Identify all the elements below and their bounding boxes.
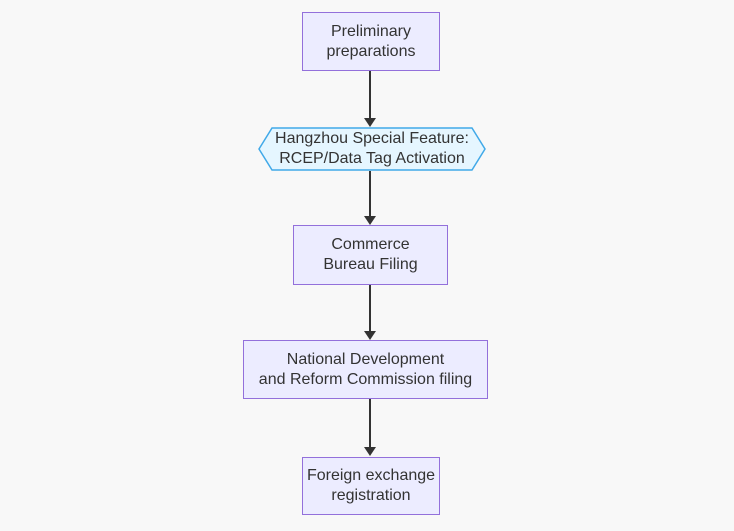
node-label-line: Preliminary bbox=[330, 22, 411, 40]
flowchart-node-preliminary-preparations: Preliminary preparations bbox=[302, 12, 440, 71]
node-label-line: RCEP/Data Tag Activation bbox=[279, 150, 465, 167]
arrowhead-icon bbox=[364, 447, 376, 456]
arrowhead-icon bbox=[364, 331, 376, 340]
node-label-line: Bureau Filing bbox=[323, 256, 418, 273]
node-label-line: preparations bbox=[326, 42, 416, 60]
node-label-line: Commerce bbox=[331, 236, 410, 253]
node-label-line: Foreign exchange bbox=[306, 467, 436, 484]
node-label-line: Hangzhou Special Feature: bbox=[275, 130, 469, 147]
hexagon-polygon bbox=[258, 127, 486, 171]
arrowhead-icon bbox=[364, 118, 376, 127]
arrowhead-icon bbox=[364, 216, 376, 225]
edge-line bbox=[369, 171, 371, 216]
node-label-line: National Development bbox=[286, 350, 445, 368]
node-label: Hangzhou Special Feature: RCEP/Data Tag … bbox=[258, 127, 486, 171]
edge-line bbox=[369, 285, 371, 331]
edge-line bbox=[369, 399, 371, 447]
flowchart-node-hangzhou-special-feature: Hangzhou Special Feature: RCEP/Data Tag … bbox=[258, 127, 486, 171]
edge-line bbox=[369, 71, 371, 118]
node-label-line: and Reform Commission filing bbox=[258, 370, 473, 388]
flowchart-node-commerce-bureau-filing: Commerce Bureau Filing bbox=[293, 225, 448, 285]
flowchart-node-ndrc-filing: National Development and Reform Commissi… bbox=[243, 340, 488, 399]
hexagon-shape bbox=[258, 127, 486, 171]
flowchart-node-foreign-exchange-registration: Foreign exchange registration bbox=[302, 457, 440, 515]
node-label-line: registration bbox=[331, 487, 411, 504]
